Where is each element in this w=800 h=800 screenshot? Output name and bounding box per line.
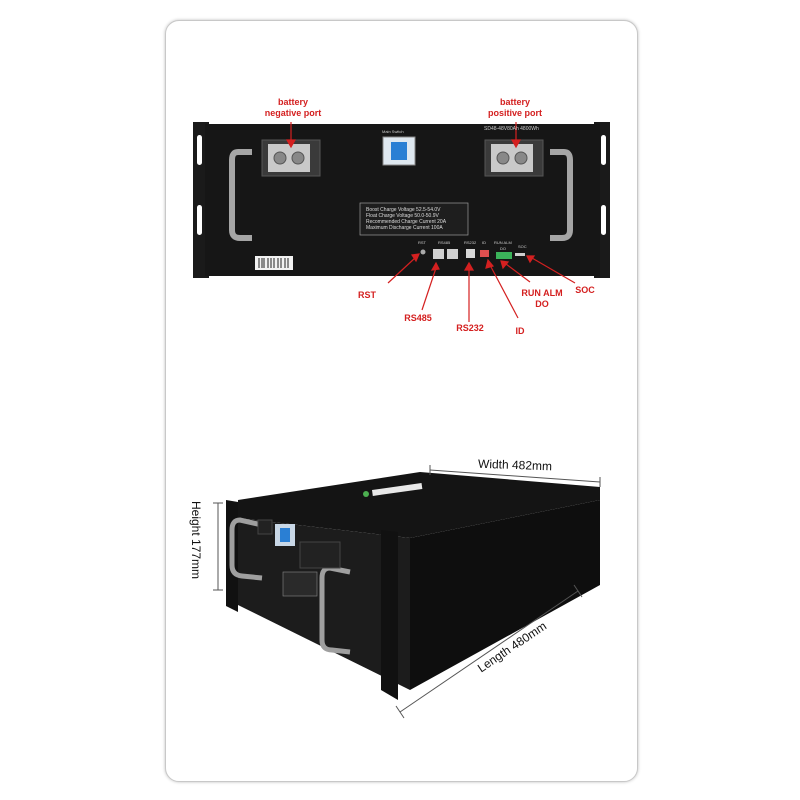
battery-top-face (238, 472, 600, 538)
battery-positive-terminal (299, 541, 341, 569)
battery-spec-plate (282, 571, 318, 597)
rs485-port-1 (433, 249, 444, 259)
battery-right-handle (319, 565, 351, 655)
run-alm-do-connector (496, 252, 512, 259)
rs485-port-2 (447, 249, 458, 259)
rst-label: RST (358, 290, 376, 300)
spec-line: Float Charge Voltage 50.0-50.9V (366, 213, 439, 219)
battery-left-handle (229, 517, 263, 581)
length-dimension-line (399, 590, 579, 713)
height-dimension-label: Height 177mm (189, 500, 204, 580)
annotation-pointers (285, 122, 576, 322)
negative-bolt-1 (273, 151, 287, 165)
battery-side-face (410, 500, 600, 690)
rs485-label: RS485 (404, 313, 432, 323)
positive-bolt-2 (514, 151, 528, 165)
positive-bolt-1 (496, 151, 510, 165)
spec-line: Recommended Charge Current 20A (366, 219, 447, 225)
run-alm-small-label: RUN ALM (494, 240, 512, 245)
soc-small-label: SOC (518, 244, 527, 249)
id-dip-switch (480, 250, 489, 257)
spec-line: Boost Charge Voltage 52.5-54.0V (366, 207, 441, 213)
battery-right-ear (381, 530, 398, 700)
negative-bolt-2 (291, 151, 305, 165)
rs232-small-label: RS232 (464, 240, 477, 245)
rst-button (420, 249, 426, 255)
brand-logo-text (372, 483, 423, 496)
id-label: ID (515, 326, 525, 336)
dimension-lines (213, 465, 601, 719)
soc-indicator (515, 253, 525, 256)
spec-plate (359, 202, 469, 236)
width-dimension-label: Width 482mm (477, 456, 553, 474)
main-switch-toggle (391, 142, 407, 160)
left-handle (229, 149, 252, 241)
width-dimension-line (429, 469, 601, 483)
soc-label: SOC (575, 285, 595, 295)
main-switch-label: Main Switch (382, 129, 404, 134)
model-label: SD48-48V80Ah 4800Wh (484, 126, 539, 132)
right-handle (550, 149, 573, 241)
battery-switch-toggle (280, 528, 290, 542)
brand-logo-mark (363, 491, 369, 497)
rst-small-label: RST (418, 240, 426, 245)
barcode-lines (258, 258, 289, 268)
rs232-port (466, 249, 475, 258)
run-alm-do-label: RUN ALM DO (521, 288, 563, 309)
battery-negative-terminal (257, 519, 273, 535)
right-ear-slot-top (601, 135, 606, 165)
left-ear-slot-top (197, 135, 202, 165)
right-ear-slot-bottom (601, 205, 606, 235)
spec-line: Maximum Discharge Current 100A (366, 225, 443, 231)
spec-plate-text: Boost Charge Voltage 52.5-54.0V Float Ch… (366, 207, 466, 231)
do-small-label: DO (500, 246, 506, 251)
rs485-small-label: RS485 (438, 240, 451, 245)
rs232-label: RS232 (456, 323, 484, 333)
id-small-label: ID (482, 240, 486, 245)
positive-port-label: battery positive port (487, 97, 542, 118)
negative-port-label: battery negative port (264, 97, 322, 118)
left-ear-slot-bottom (197, 205, 202, 235)
